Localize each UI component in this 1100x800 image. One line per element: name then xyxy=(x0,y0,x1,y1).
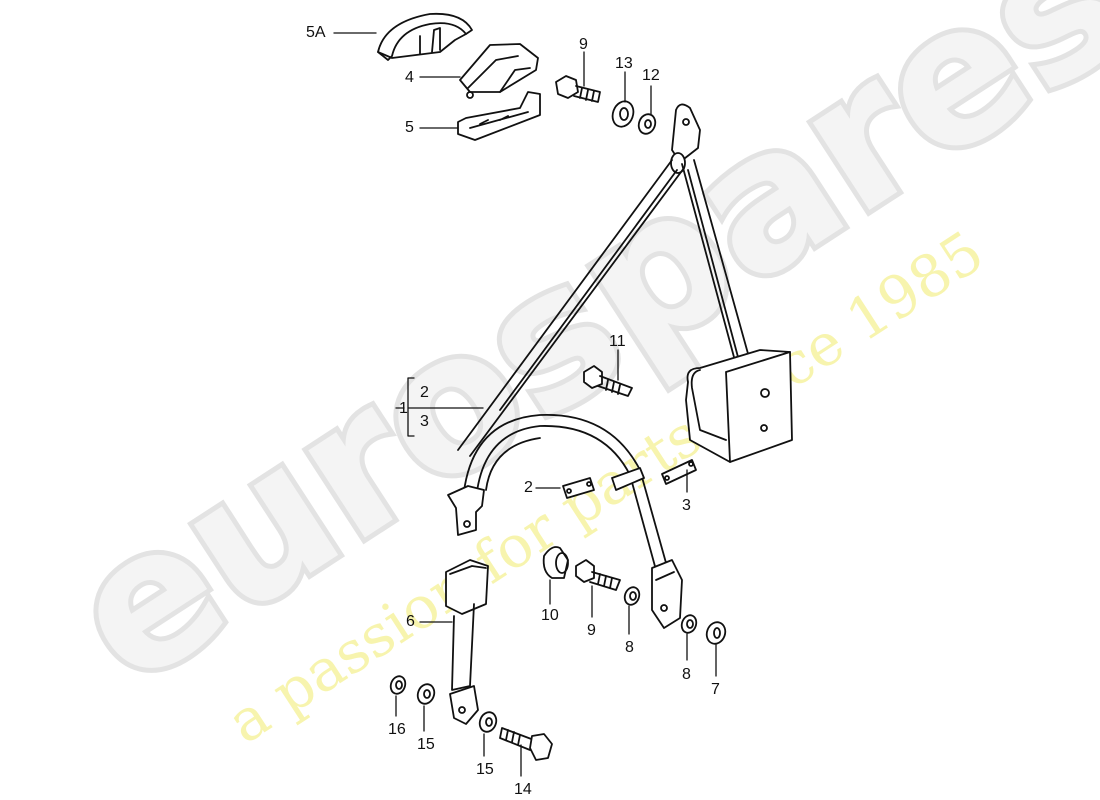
callout-2: 2 xyxy=(524,479,533,496)
callout-14: 14 xyxy=(514,781,532,798)
washer-8a-part xyxy=(623,586,641,606)
callout-11: 11 xyxy=(609,333,626,350)
callout-5: 5 xyxy=(405,119,414,136)
callout-7: 7 xyxy=(711,681,720,698)
lower-left-anchor-part xyxy=(447,485,485,536)
callout-16: 16 xyxy=(388,721,406,738)
right-anchor-part xyxy=(651,559,683,629)
callout-4: 4 xyxy=(405,69,414,86)
callout-12: 12 xyxy=(642,67,660,84)
upper-anchor-part xyxy=(670,103,701,174)
callout-15b: 15 xyxy=(476,761,494,778)
clip-5-part xyxy=(457,91,541,141)
clip-3-part xyxy=(661,459,697,485)
callout-10: 10 xyxy=(541,607,559,624)
bolt-11-part xyxy=(583,365,633,397)
callout-1-sub-2: 2 xyxy=(420,384,429,401)
bolt-14-part xyxy=(499,727,553,761)
callout-1-sub-3: 3 xyxy=(420,413,429,430)
callout-9: 9 xyxy=(587,622,596,639)
retractor-part xyxy=(685,349,793,463)
washer-15a-part xyxy=(416,683,436,705)
callout-3: 3 xyxy=(682,497,691,514)
cover-4-part xyxy=(459,43,539,99)
belt-guide-part xyxy=(611,467,645,491)
spacer-10-part xyxy=(542,546,569,579)
washer-7-part xyxy=(705,621,727,645)
callout-9-top: 9 xyxy=(579,36,588,53)
washer-8b-part xyxy=(680,614,698,634)
callout-8a: 8 xyxy=(625,639,634,656)
lap-belt-part xyxy=(462,414,669,571)
retractor-strap-part xyxy=(681,159,753,373)
callout-8b: 8 xyxy=(682,666,691,683)
bolt-9-top-part xyxy=(555,75,601,103)
shoulder-belt-part xyxy=(457,159,685,457)
cover-5a-part xyxy=(377,12,473,61)
callout-6: 6 xyxy=(406,613,415,630)
callout-13: 13 xyxy=(615,55,633,72)
washer-16-part xyxy=(389,675,407,695)
clip-2-part xyxy=(562,477,595,499)
callout-15a: 15 xyxy=(417,736,435,753)
bolt-9-part xyxy=(575,559,621,591)
callout-1: 1 xyxy=(399,400,408,417)
washer-13-part xyxy=(611,100,635,128)
leader-lines xyxy=(333,32,717,777)
buckle-6-part xyxy=(445,559,489,725)
washer-15b-part xyxy=(478,711,498,733)
washer-12-part xyxy=(637,113,657,135)
callout-5a: 5A xyxy=(306,24,326,41)
